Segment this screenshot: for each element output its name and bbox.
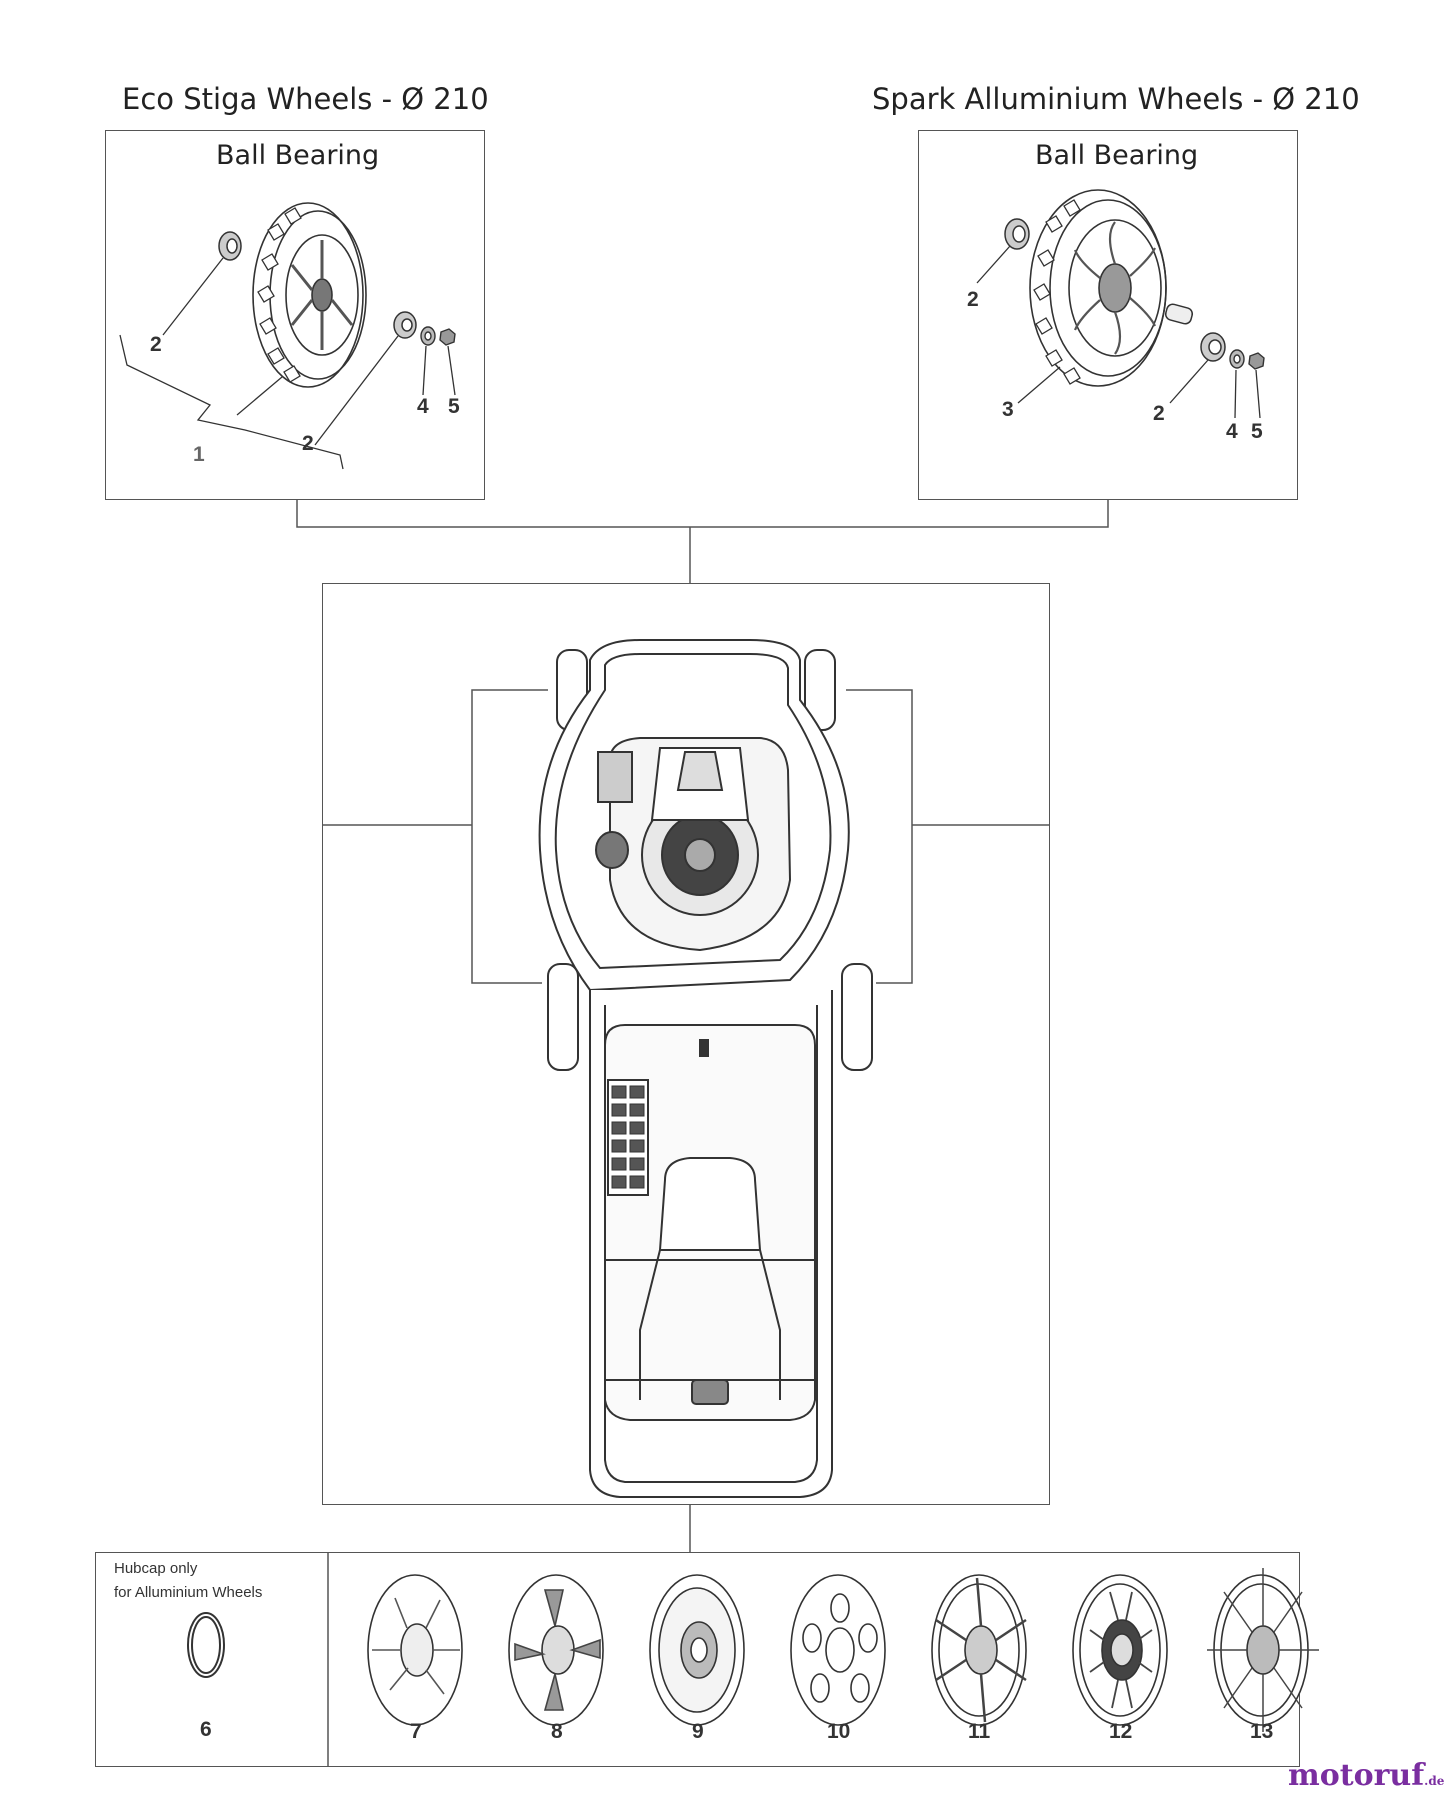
hubcap-number-10: 10	[827, 1720, 851, 1743]
hubcap-number-13: 13	[1250, 1720, 1274, 1743]
hubcap-note-line2: for Alluminium Wheels	[114, 1584, 263, 1601]
spark-callout-3: 3	[1002, 398, 1014, 421]
spark-bearing-icon	[1004, 218, 1226, 362]
ring-icon	[187, 1612, 225, 1678]
lawnmower-icon	[538, 639, 873, 1498]
spark-nut-icon	[1248, 352, 1265, 370]
spark-wheels-title: Spark Alluminium Wheels - Ø 210	[872, 82, 1360, 116]
hubcap-note-line1: Hubcap only	[114, 1560, 198, 1577]
eco-wheel-icon	[252, 202, 367, 388]
eco-bearing-icon	[218, 231, 417, 339]
spark-ball-bearing-caption: Ball Bearing	[1035, 140, 1199, 171]
motoruf-watermark: motoruf.de	[1288, 1758, 1444, 1793]
spark-washer-icon	[1229, 349, 1245, 369]
spark-callout-2a: 2	[967, 288, 979, 311]
hubcap-icon	[367, 1568, 1319, 1732]
spark-callout-4: 4	[1226, 420, 1238, 443]
eco-nut-icon	[439, 328, 456, 346]
spark-wheel-icon	[1029, 189, 1167, 387]
hubcap-number-8: 8	[551, 1720, 563, 1743]
eco-callout-5: 5	[448, 395, 460, 418]
eco-callout-2b: 2	[302, 432, 314, 455]
eco-washer-icon	[420, 326, 436, 346]
spark-callout-5: 5	[1251, 420, 1263, 443]
eco-ball-bearing-caption: Ball Bearing	[216, 140, 380, 171]
watermark-suffix: .de	[1424, 1774, 1445, 1788]
eco-callout-4: 4	[417, 395, 429, 418]
eco-callout-1: 1	[193, 443, 205, 466]
hubcap-number-12: 12	[1109, 1720, 1133, 1743]
hubcap-ring-number: 6	[200, 1718, 212, 1741]
eco-wheels-title: Eco Stiga Wheels - Ø 210	[122, 82, 489, 116]
hubcap-number-9: 9	[692, 1720, 704, 1743]
hubcap-number-11: 11	[968, 1720, 991, 1743]
hubcap-number-7: 7	[410, 1720, 422, 1743]
watermark-brand: motoruf	[1288, 1758, 1425, 1793]
eco-callout-2a: 2	[150, 333, 162, 356]
spark-callout-2b: 2	[1153, 402, 1165, 425]
